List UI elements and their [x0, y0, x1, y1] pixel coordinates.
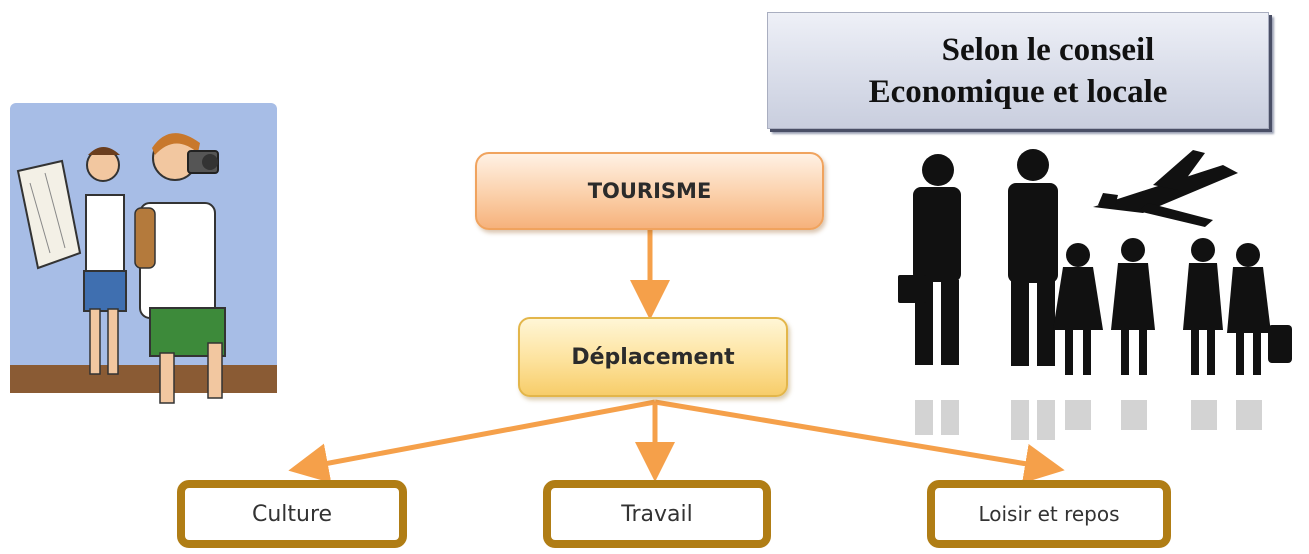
airplane-icon	[1093, 150, 1238, 227]
node-culture-label: Culture	[251, 501, 333, 527]
tourists-illustration	[10, 103, 277, 404]
node-travail-label: Travail	[621, 501, 693, 527]
node-tourisme: TOURISME	[475, 152, 824, 230]
node-loisir-label: Loisir et repos	[978, 502, 1120, 526]
node-deplacement-label: Déplacement	[571, 344, 735, 370]
arrow-middle-to-loisir	[654, 399, 1065, 484]
source-box: Selon le conseil Economique et locale	[767, 12, 1269, 129]
travelers-silhouette-illustration	[898, 149, 1292, 440]
node-loisir-et-repos: Loisir et repos	[927, 480, 1171, 548]
node-travail: Travail	[543, 480, 771, 548]
arrow-middle-to-culture	[288, 399, 656, 483]
source-line-2: Economique et locale	[868, 74, 1168, 110]
node-tourisme-label: TOURISME	[587, 179, 712, 203]
node-deplacement: Déplacement	[518, 317, 788, 397]
source-line-1: Selon le conseil	[941, 32, 1155, 68]
node-culture: Culture	[177, 480, 407, 548]
